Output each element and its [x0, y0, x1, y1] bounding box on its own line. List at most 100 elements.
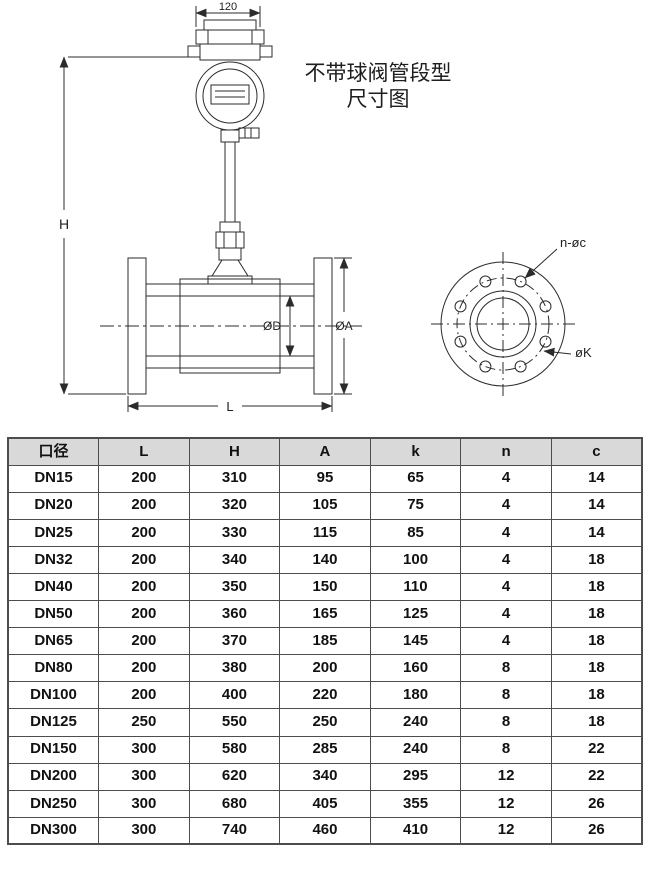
cell-nominal-diameter: DN300 — [7, 816, 100, 845]
cell-dimension-value: 100 — [369, 545, 462, 574]
cell-dimension-value: 4 — [460, 464, 552, 493]
cell-dimension-value: 340 — [279, 762, 371, 791]
cell-dimension-value: 12 — [460, 816, 552, 845]
cell-dimension-value: 4 — [460, 572, 552, 602]
cell-nominal-diameter: DN100 — [7, 681, 100, 710]
cell-nominal-diameter: DN40 — [7, 572, 100, 602]
leader-bolt-holes — [524, 248, 558, 279]
dim-label-120: 120 — [219, 1, 237, 13]
cell-dimension-value: 200 — [98, 627, 190, 656]
cell-dimension-value: 75 — [369, 491, 462, 520]
cell-dimension-value: 285 — [279, 735, 371, 764]
cell-nominal-diameter: DN65 — [7, 627, 100, 656]
cell-dimension-value: 8 — [460, 735, 552, 764]
cell-dimension-value: 12 — [460, 762, 552, 791]
cell-nominal-diameter: DN80 — [7, 654, 100, 683]
leader-bolt-circle — [543, 347, 572, 357]
cell-nominal-diameter: DN50 — [7, 600, 100, 629]
cell-dimension-value: 105 — [279, 491, 371, 520]
cell-nominal-diameter: DN150 — [7, 735, 100, 764]
drawing-title-line2: 尺寸图 — [347, 88, 410, 111]
cell-dimension-value: 18 — [550, 654, 643, 683]
cell-dimension-value: 240 — [369, 708, 462, 737]
cell-dimension-value: 300 — [98, 789, 190, 818]
cell-dimension-value: 200 — [98, 545, 190, 574]
cell-dimension-value: 14 — [550, 518, 643, 547]
cell-dimension-value: 18 — [550, 545, 643, 574]
cell-dimension-value: 200 — [98, 518, 190, 547]
technical-drawing: 120 H ØD ØA L n-øc øK 不带球阀管段型 尺寸图 — [59, 1, 592, 414]
cell-dimension-value: 370 — [188, 627, 281, 656]
cell-nominal-diameter: DN15 — [7, 464, 100, 493]
cell-dimension-value: 300 — [98, 762, 190, 791]
cell-dimension-value: 550 — [188, 708, 281, 737]
pipe-body — [100, 257, 362, 395]
cell-dimension-value: 400 — [188, 681, 281, 710]
cell-dimension-value: 405 — [279, 789, 371, 818]
col-header-H: H — [188, 437, 281, 466]
cell-dimension-value: 620 — [188, 762, 281, 791]
cell-nominal-diameter: DN250 — [7, 789, 100, 818]
cell-dimension-value: 110 — [369, 572, 462, 602]
stem-assembly — [207, 127, 260, 285]
cell-dimension-value: 14 — [550, 464, 643, 493]
cell-dimension-value: 295 — [369, 762, 462, 791]
cell-dimension-value: 8 — [460, 654, 552, 683]
dim-label-inner-diameter: ØD — [263, 319, 281, 333]
col-header-diameter: 口径 — [7, 437, 100, 466]
cell-nominal-diameter: DN200 — [7, 762, 100, 791]
cell-dimension-value: 85 — [369, 518, 462, 547]
cell-dimension-value: 200 — [98, 600, 190, 629]
drawing-title-line1: 不带球阀管段型 — [305, 62, 452, 85]
cell-dimension-value: 340 — [188, 545, 281, 574]
label-bolt-holes: n-øc — [560, 235, 587, 250]
cell-dimension-value: 4 — [460, 545, 552, 574]
cell-dimension-value: 8 — [460, 681, 552, 710]
cell-dimension-value: 740 — [188, 816, 281, 845]
cell-dimension-value: 160 — [369, 654, 462, 683]
cell-dimension-value: 250 — [98, 708, 190, 737]
cell-dimension-value: 4 — [460, 518, 552, 547]
cell-dimension-value: 300 — [98, 735, 190, 764]
cell-dimension-value: 460 — [279, 816, 371, 845]
bolt-holes — [454, 275, 552, 373]
cell-dimension-value: 200 — [98, 681, 190, 710]
cell-dimension-value: 220 — [279, 681, 371, 710]
cell-dimension-value: 380 — [188, 654, 281, 683]
cell-dimension-value: 200 — [98, 654, 190, 683]
cell-dimension-value: 200 — [98, 464, 190, 493]
cell-dimension-value: 180 — [369, 681, 462, 710]
cell-nominal-diameter: DN125 — [7, 708, 100, 737]
cell-dimension-value: 115 — [279, 518, 371, 547]
dimension-flange-diameter — [334, 257, 352, 395]
cell-dimension-value: 14 — [550, 491, 643, 520]
cell-dimension-value: 355 — [369, 789, 462, 818]
cell-dimension-value: 330 — [188, 518, 281, 547]
cell-dimension-value: 320 — [188, 491, 281, 520]
col-header-c: c — [550, 437, 643, 466]
cell-dimension-value: 200 — [98, 491, 190, 520]
cell-dimension-value: 18 — [550, 708, 643, 737]
cell-dimension-value: 22 — [550, 735, 643, 764]
cell-dimension-value: 165 — [279, 600, 371, 629]
cell-dimension-value: 200 — [98, 572, 190, 602]
dim-label-L: L — [226, 399, 233, 414]
cell-dimension-value: 18 — [550, 627, 643, 656]
cell-dimension-value: 410 — [369, 816, 462, 845]
cell-nominal-diameter: DN25 — [7, 518, 100, 547]
cell-dimension-value: 4 — [460, 600, 552, 629]
cell-dimension-value: 310 — [188, 464, 281, 493]
cell-nominal-diameter: DN32 — [7, 545, 100, 574]
